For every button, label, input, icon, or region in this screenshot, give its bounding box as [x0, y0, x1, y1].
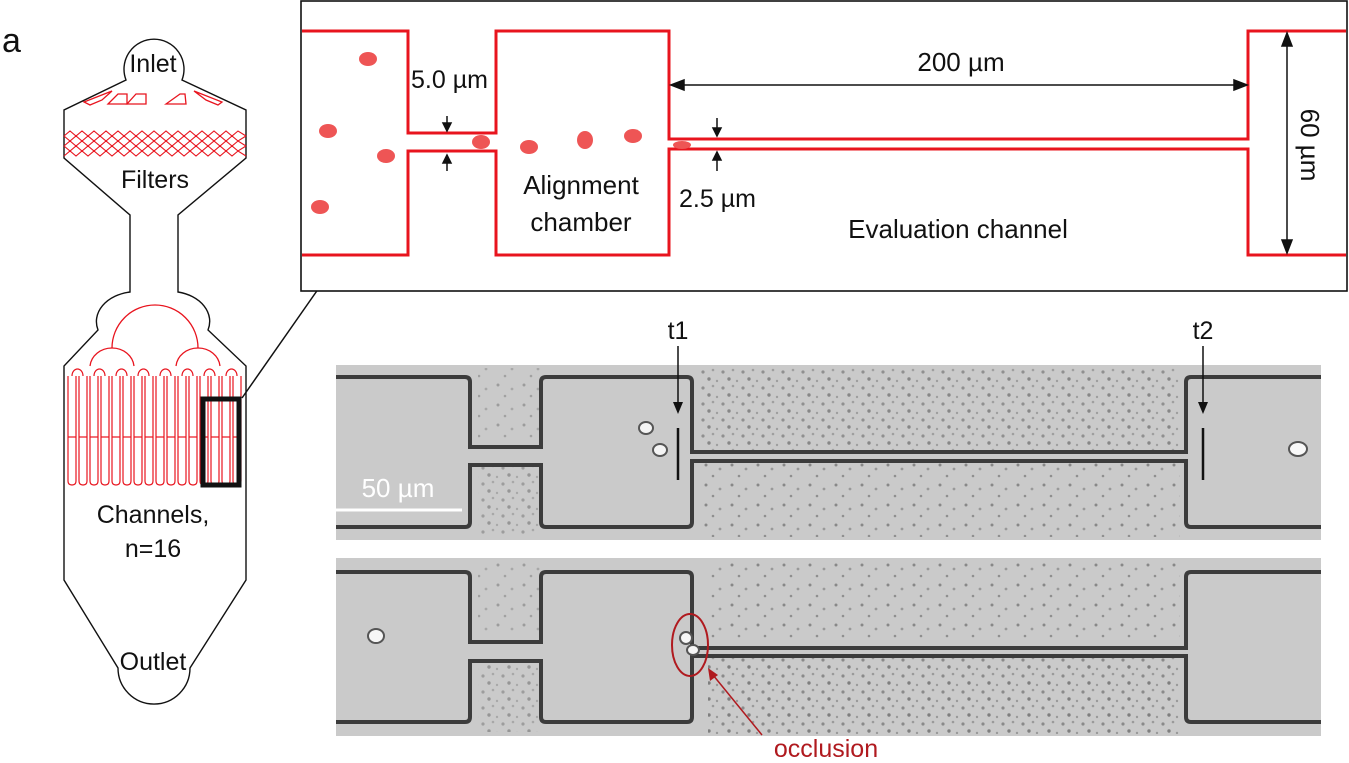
chip-channel-branch — [181, 368, 194, 377]
chip-channel — [133, 376, 143, 486]
channels-count-label: n=16 — [125, 535, 181, 563]
channel-array — [67, 368, 242, 486]
chip-channel — [67, 376, 77, 486]
chamber-label-line1: Alignment — [523, 170, 639, 200]
filters-label: Filters — [121, 166, 189, 194]
red-blood-cells — [311, 52, 691, 214]
micrograph-b — [336, 346, 1321, 540]
occlusion-label: occlusion — [774, 735, 878, 763]
scale-bar-label: 50 µm — [362, 473, 435, 503]
chip-channel-branch — [93, 368, 106, 377]
zoom-arrow — [241, 274, 329, 399]
evaluation-label: Evaluation channel — [848, 214, 1068, 244]
channels-label: Channels, — [97, 501, 210, 529]
chip-channel-branch — [115, 368, 128, 377]
occlusion-arrow — [712, 674, 763, 736]
chip-channel-branch — [159, 368, 172, 377]
chip-channel — [210, 376, 220, 486]
distribution-tree — [89, 304, 221, 367]
occlusion-circle — [671, 613, 709, 677]
height-arrow — [1280, 30, 1294, 256]
chip-channel — [89, 376, 99, 486]
chamber-label-line2: chamber — [530, 207, 631, 237]
height-label: 60 µm — [1295, 109, 1325, 182]
panel-a-letter: a — [2, 22, 21, 60]
length-label: 200 µm — [917, 47, 1004, 77]
chip-channel — [111, 376, 121, 486]
channel-schematic: 5.0 µm 2.5 µm 200 µm 60 µm Alignment cha… — [300, 0, 1348, 292]
inlet-pillars — [82, 90, 224, 106]
chip-channel — [78, 376, 88, 486]
gap-arrows-narrow — [441, 116, 453, 171]
chip-channel — [155, 376, 165, 486]
highlight-box — [200, 396, 242, 488]
t1-label: t1 — [668, 317, 689, 345]
chip-channel — [188, 376, 198, 486]
chip-channel — [166, 376, 176, 486]
chip-channel — [144, 376, 154, 486]
outlet-label: Outlet — [120, 648, 187, 676]
chip-channel-branch — [225, 368, 238, 377]
filters — [63, 130, 247, 157]
chip-channel — [177, 376, 187, 486]
chip-diagram: Inlet Filters Channels, n=16 Outlet — [63, 38, 331, 705]
length-arrow — [668, 78, 1250, 92]
gap-arrows-channel — [711, 118, 723, 171]
gap-narrow-label: 5.0 µm — [411, 66, 488, 94]
chip-channel-branch — [203, 368, 216, 377]
chip-channel — [122, 376, 132, 486]
chip-channel-branch — [71, 368, 84, 377]
micrograph-c — [336, 558, 1321, 736]
inlet-label: Inlet — [129, 50, 176, 78]
chip-channel — [221, 376, 231, 486]
chip-channel-branch — [137, 368, 150, 377]
gap-channel-label: 2.5 µm — [679, 185, 756, 213]
t2-label: t2 — [1193, 317, 1214, 345]
chip-channel — [100, 376, 110, 486]
chip-outline — [63, 38, 247, 705]
schematic-frame — [300, 0, 1348, 292]
